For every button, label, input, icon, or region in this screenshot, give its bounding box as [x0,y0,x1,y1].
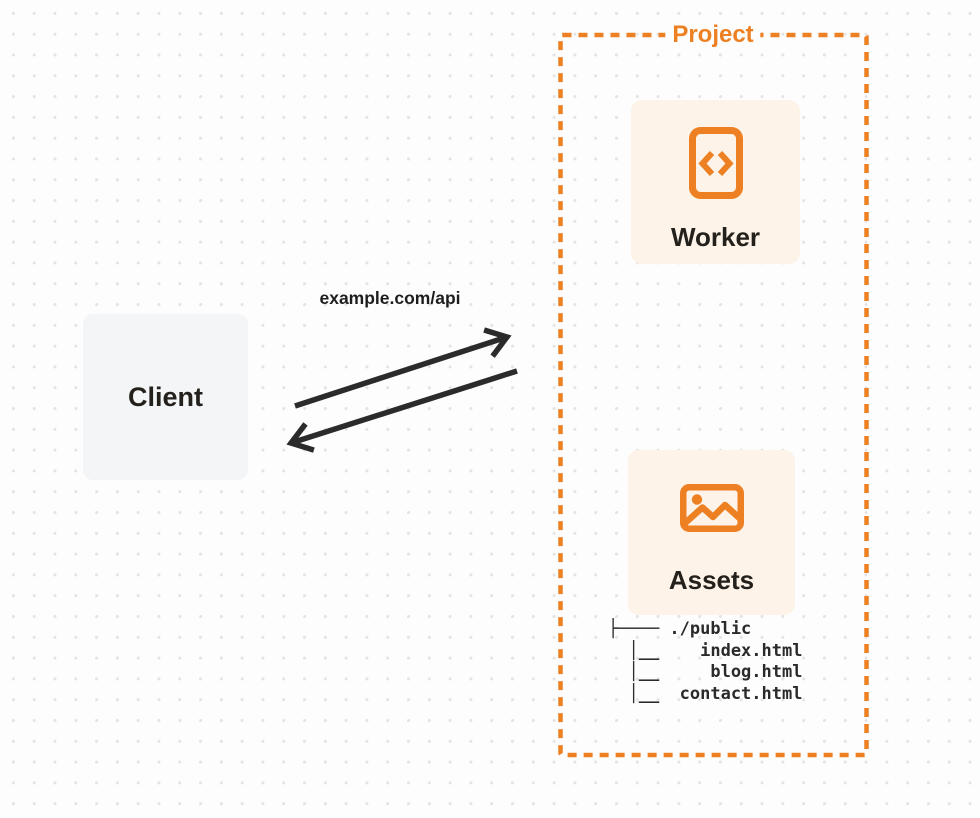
assets-label: Assets [668,565,755,595]
request-arrow [294,327,512,409]
request-url-label: example.com/api [319,288,461,308]
assets-file-tree: ├──── ./public │__ index.html │__ blog.h… [608,619,803,704]
assets-node: Assets [628,450,795,615]
client-node: Client [83,314,248,480]
image-icon [679,484,744,532]
worker-label: Worker [670,222,761,252]
worker-node: Worker [631,100,800,264]
client-label: Client [127,381,203,412]
response-arrow [286,368,518,453]
code-icon [688,127,743,199]
project-label: Project [665,21,761,49]
